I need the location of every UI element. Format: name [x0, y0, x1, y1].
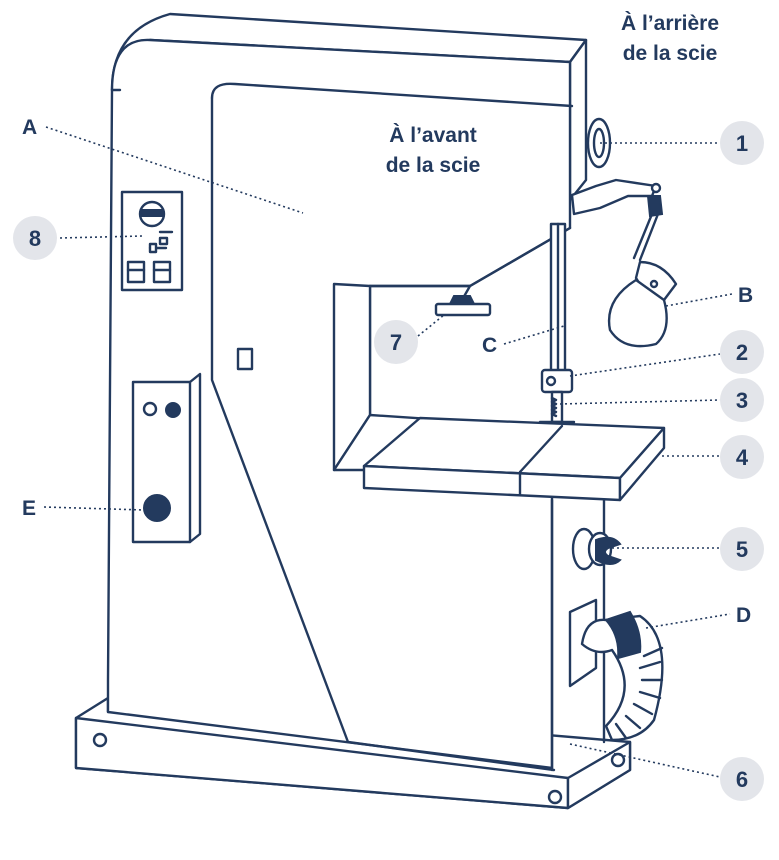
back-heading-line1: À l’arrière	[621, 12, 719, 35]
leader-6	[569, 743, 721, 778]
leader-e	[43, 506, 145, 511]
number-badges: 1 2 3 4 5 6 7 8	[13, 121, 764, 801]
svg-text:7: 7	[390, 330, 402, 355]
dust-hose	[568, 598, 664, 742]
svg-text:4: 4	[736, 445, 749, 470]
label-d: D	[736, 604, 751, 627]
badge-1: 1	[720, 121, 764, 165]
leader-lines	[43, 126, 733, 778]
svg-text:2: 2	[736, 340, 748, 365]
leader-8	[59, 235, 143, 239]
work-lamp	[570, 178, 678, 348]
leader-3	[559, 399, 721, 405]
label-e: E	[22, 497, 36, 520]
front-heading-line1: À l’avant	[389, 124, 477, 147]
letter-labels: A B C D E	[22, 116, 753, 627]
label-b: B	[738, 284, 753, 307]
blade-guide-column	[528, 222, 576, 442]
leader-7	[417, 314, 445, 337]
badge-2: 2	[720, 330, 764, 374]
svg-text:3: 3	[736, 388, 748, 413]
badge-4: 4	[720, 435, 764, 479]
adjust-knob-5	[571, 527, 622, 571]
base-bolt-front-right	[547, 789, 563, 805]
badge-8: 8	[13, 216, 57, 260]
switch-box-e	[131, 372, 202, 544]
leader-d	[645, 613, 731, 629]
headings: À l’arrière de la scie À l’avant de la s…	[386, 12, 719, 177]
svg-text:1: 1	[736, 131, 748, 156]
badge-5: 5	[720, 527, 764, 571]
leader-a	[45, 126, 304, 214]
upper-wheel-tension	[434, 284, 492, 317]
label-c: C	[482, 334, 497, 357]
control-panel-8	[120, 190, 184, 292]
front-heading-line2: de la scie	[386, 154, 481, 177]
leader-b	[665, 293, 733, 307]
door-latch	[236, 347, 254, 371]
back-heading-line2: de la scie	[623, 42, 718, 65]
badge-6: 6	[720, 757, 764, 801]
badge-3: 3	[720, 378, 764, 422]
svg-text:6: 6	[736, 767, 748, 792]
svg-text:5: 5	[736, 537, 748, 562]
label-a: A	[22, 116, 37, 139]
leader-2	[569, 353, 721, 377]
saw-frame	[106, 12, 606, 772]
base-bolt-front-left	[92, 732, 108, 748]
saw-table	[362, 416, 666, 502]
badge-7: 7	[374, 320, 418, 364]
leader-c	[503, 325, 565, 345]
svg-text:8: 8	[29, 226, 41, 251]
base-bolt-back-right	[610, 752, 626, 768]
